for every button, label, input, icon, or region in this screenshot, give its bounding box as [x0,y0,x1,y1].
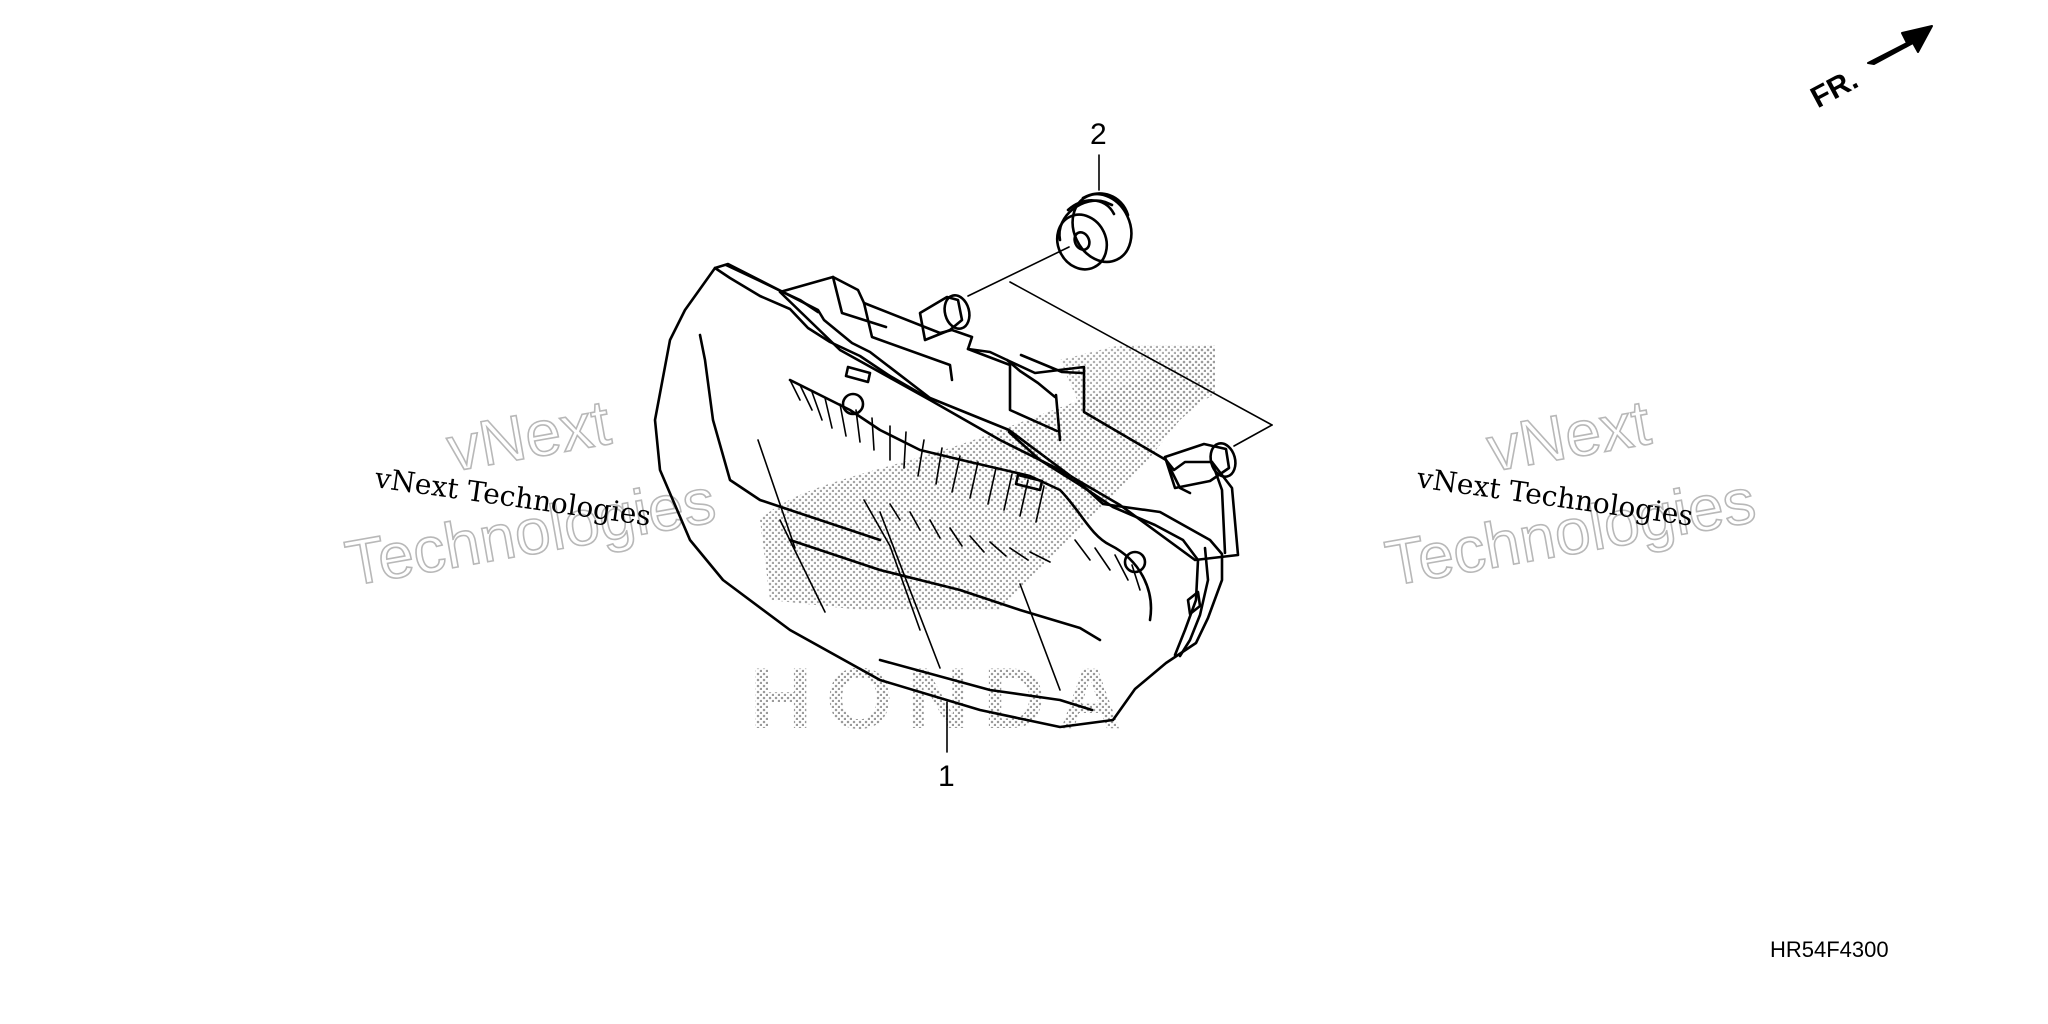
callout-1: 1 [938,701,955,793]
watermark-left-outline-line1: vNext [442,386,616,485]
part-code: HR54F4300 [1770,937,1889,962]
dot-shade-upper [1060,345,1215,430]
arrow-right-icon [1867,25,1933,65]
watermark-right-outline-line1: vNext [1482,386,1656,485]
callout-2-label: 2 [1090,118,1107,151]
direction-indicator: FR. [1805,25,1933,115]
tail-light-part [653,262,1240,729]
leader-lines [967,246,1273,447]
callout-2: 2 [1090,118,1107,191]
reflector-facets [789,379,1141,591]
grommet-part [1055,192,1133,271]
callout-1-label: 1 [938,760,955,793]
direction-label: FR. [1805,63,1863,115]
